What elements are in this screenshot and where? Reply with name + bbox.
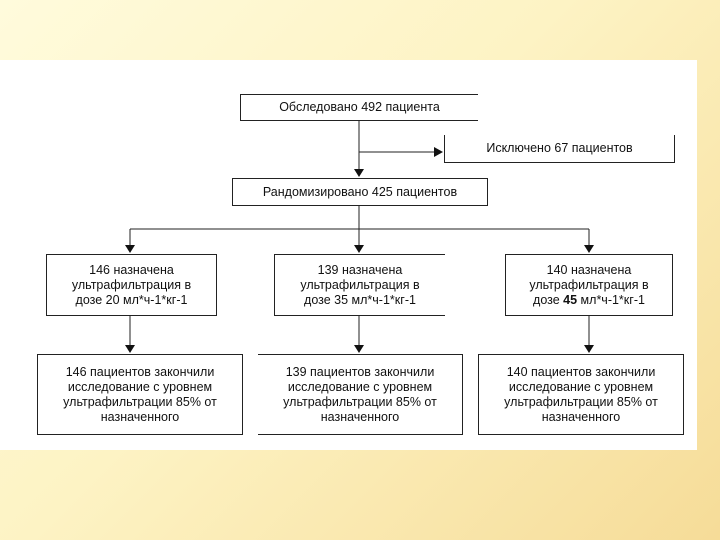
arm-1-completed-box: 146 пациентов закончили исследование с у… [37, 354, 243, 435]
randomized-label: Рандомизировано 425 пациентов [262, 184, 458, 199]
arm-3-dose-unit: мл*ч-1*кг-1 [577, 292, 645, 307]
arm-2-assigned-line: 139 назначена [317, 262, 403, 277]
arm-2-completed-box: 139 пациентов закончили исследование с у… [258, 354, 463, 435]
screened-box: Обследовано 492 пациента [240, 94, 478, 121]
arm-2-completed-line: исследование с уровнем [287, 379, 433, 394]
arm-1-completed-line: ультрафильтрации 85% от [63, 394, 217, 409]
arm-1-assigned-line: дозе 20 мл*ч-1*кг-1 [75, 292, 188, 307]
arm-3-dose-value: 45 [563, 292, 578, 307]
arm-3-assigned-line: 140 назначена [546, 262, 632, 277]
arm-1-assigned-line: ультрафильтрация в [71, 277, 192, 292]
arm-1-completed-line: исследование с уровнем [67, 379, 213, 394]
arm-3-completed-line: назначенного [541, 409, 621, 424]
arm-3-dose-prefix: дозе [533, 292, 564, 307]
arm-3-completed-line: исследование с уровнем [508, 379, 654, 394]
screened-label: Обследовано 492 пациента [279, 100, 440, 114]
excluded-box: Исключено 67 пациентов [444, 135, 675, 163]
arm-3-completed-line: ультрафильтрации 85% от [504, 394, 658, 409]
arm-3-assigned-line: дозе 45 мл*ч-1*кг-1 [529, 293, 648, 308]
excluded-label: Исключено 67 пациентов [486, 141, 633, 155]
arm-2-assigned-box: 139 назначена ультрафильтрация в дозе 35… [274, 254, 445, 316]
arm-2-completed-line: 139 пациентов закончили [285, 364, 435, 379]
arm-1-completed-line: назначенного [100, 409, 180, 424]
arm-1-assigned-line: 146 назначена [89, 262, 174, 277]
arm-3-assigned-line: ультрафильтрация в [529, 277, 649, 292]
arm-2-assigned-line: дозе 35 мл*ч-1*кг-1 [304, 292, 416, 307]
arm-3-completed-box: 140 пациентов закончили исследование с у… [478, 354, 684, 435]
arm-3-completed-line: 140 пациентов закончили [506, 364, 656, 379]
arm-1-assigned-box: 146 назначена ультрафильтрация в дозе 20… [46, 254, 217, 316]
arm-2-assigned-line: ультрафильтрация в [300, 277, 420, 292]
arm-2-completed-line: назначенного [320, 409, 400, 424]
randomized-box: Рандомизировано 425 пациентов [232, 178, 488, 206]
arm-1-completed-line: 146 пациентов закончили [65, 364, 215, 379]
arm-2-completed-line: ультрафильтрации 85% от [283, 394, 437, 409]
arm-3-assigned-box: 140 назначена ультрафильтрация в дозе 45… [505, 254, 673, 316]
